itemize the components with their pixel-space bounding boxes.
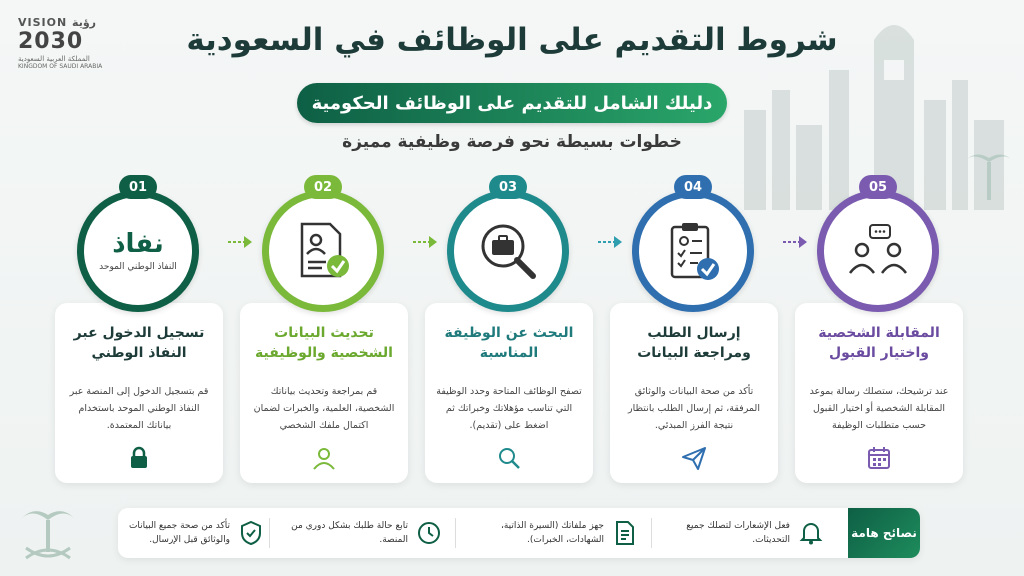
- tip-text: فعل الإشعارات لتصلك جميع التحديثات.: [686, 521, 790, 545]
- step-description: قم بتسجيل الدخول إلى المنصة عبر النفاذ ا…: [69, 386, 209, 431]
- kingdom-en: KINGDOM OF SAUDI ARABIA: [18, 63, 103, 70]
- step-card: المقابلة الشخصية واختيار القبول عند ترشي…: [795, 303, 963, 483]
- subtitle-banner: دليلك الشامل للتقديم على الوظائف الحكومي…: [297, 83, 727, 123]
- calendar-icon: [868, 447, 890, 469]
- step-circle: [447, 190, 569, 312]
- tagline: خطوات بسيطة نحو فرصة وظيفية مميزة: [342, 132, 682, 152]
- step-card: البحث عن الوظيفة المناسبة تصفح الوظائف ا…: [425, 303, 593, 483]
- step-title: المقابلة الشخصية واختيار القبول: [818, 325, 940, 361]
- vision-2030-logo: VISION رؤية 2030 المملكة العربية السعودي…: [18, 16, 148, 96]
- chevron-arrow-icon: [413, 236, 437, 248]
- step-circle: [817, 190, 939, 312]
- tip-item: تابع حالة طلبك بشكل دوري من المنصة.: [282, 508, 442, 558]
- step-title: البحث عن الوظيفة المناسبة: [444, 325, 574, 361]
- bell-icon: [799, 523, 823, 545]
- shield-check-icon: [241, 520, 261, 546]
- briefcase-search-icon: [481, 224, 536, 279]
- step-circle: [632, 190, 754, 312]
- tip-item: فعل الإشعارات لتصلك جميع التحديثات.: [664, 508, 824, 558]
- step-card: إرسال الطلب ومراجعة البيانات تأكد من صحة…: [610, 303, 778, 483]
- step-title: إرسال الطلب ومراجعة البيانات: [637, 325, 751, 361]
- lock-icon: [131, 446, 147, 468]
- step-description: عند ترشيحك، ستصلك رسالة بموعد المقابلة ا…: [809, 386, 949, 431]
- city-skyline-decoration: [744, 25, 1004, 210]
- tip-text: تابع حالة طلبك بشكل دوري من المنصة.: [291, 521, 408, 545]
- kingdom-ar: المملكة العربية السعودية: [18, 55, 90, 63]
- tip-item: جهز ملفاتك (السيرة الذاتية، الشهادات، ال…: [468, 508, 638, 558]
- tip-divider: [269, 518, 270, 548]
- step-number: 02: [304, 175, 342, 199]
- palm-tree-icon: [966, 154, 1012, 200]
- search-icon: [499, 448, 520, 469]
- step-number: 01: [119, 175, 157, 199]
- clipboard-check-icon: [670, 223, 719, 280]
- vision-ar: رؤية: [72, 16, 97, 29]
- tip-divider: [651, 518, 652, 548]
- tip-text: جهز ملفاتك (السيرة الذاتية، الشهادات، ال…: [500, 521, 604, 545]
- chevron-arrow-icon: [228, 236, 252, 248]
- send-icon: [682, 447, 706, 470]
- tip-item: تأكد من صحة جميع البيانات والوثائق قبل ا…: [124, 508, 264, 558]
- tip-divider: [455, 518, 456, 548]
- step-card: تحديث البيانات الشخصية والوظيفية قم بمرا…: [240, 303, 408, 483]
- document-user-check-icon: [300, 222, 349, 278]
- subtitle-text: دليلك الشامل للتقديم على الوظائف الحكومي…: [311, 92, 713, 114]
- user-icon: [313, 448, 335, 470]
- step-card: تسجيل الدخول عبر النفاذ الوطني قم بتسجيل…: [55, 303, 223, 483]
- nafath-logo-text: نفاذ: [112, 228, 164, 259]
- step-description: تصفح الوظائف المتاحة وحدد الوظيفة التي ت…: [436, 386, 582, 431]
- saudi-emblem-icon: [22, 511, 74, 560]
- tips-header-text: نصائح هامة: [851, 525, 917, 540]
- step-number: 05: [859, 175, 897, 199]
- step-number: 03: [489, 175, 527, 199]
- vision-year: 2030: [18, 29, 84, 54]
- tips-header: نصائح هامة: [848, 508, 920, 558]
- chevron-arrow-icon: [598, 236, 622, 248]
- step-description: تأكد من صحة البيانات والوثائق المرفقة، ث…: [628, 386, 760, 431]
- step-number: 04: [674, 175, 712, 199]
- step-title: تحديث البيانات الشخصية والوظيفية: [255, 325, 393, 361]
- page-title: شروط التقديم على الوظائف في السعودية: [186, 22, 838, 58]
- vision-en: VISION: [18, 16, 68, 29]
- interview-people-icon: [849, 224, 907, 274]
- chevron-arrow-icon: [783, 236, 807, 248]
- step-description: قم بمراجعة وتحديث بياناتك الشخصية، العلم…: [253, 386, 395, 431]
- nafath-subtitle: النفاذ الوطني الموحد: [99, 261, 177, 272]
- step-circle: [262, 190, 384, 312]
- step-title: تسجيل الدخول عبر النفاذ الوطني: [73, 325, 205, 361]
- tip-text: تأكد من صحة جميع البيانات والوثائق قبل ا…: [128, 521, 230, 545]
- step-circle: نفاذ النفاذ الوطني الموحد: [77, 190, 199, 312]
- document-icon: [616, 521, 634, 545]
- clock-icon: [418, 522, 440, 544]
- tips-bar: نصائح هامة فعل الإشعارات لتصلك جميع التح…: [118, 508, 920, 558]
